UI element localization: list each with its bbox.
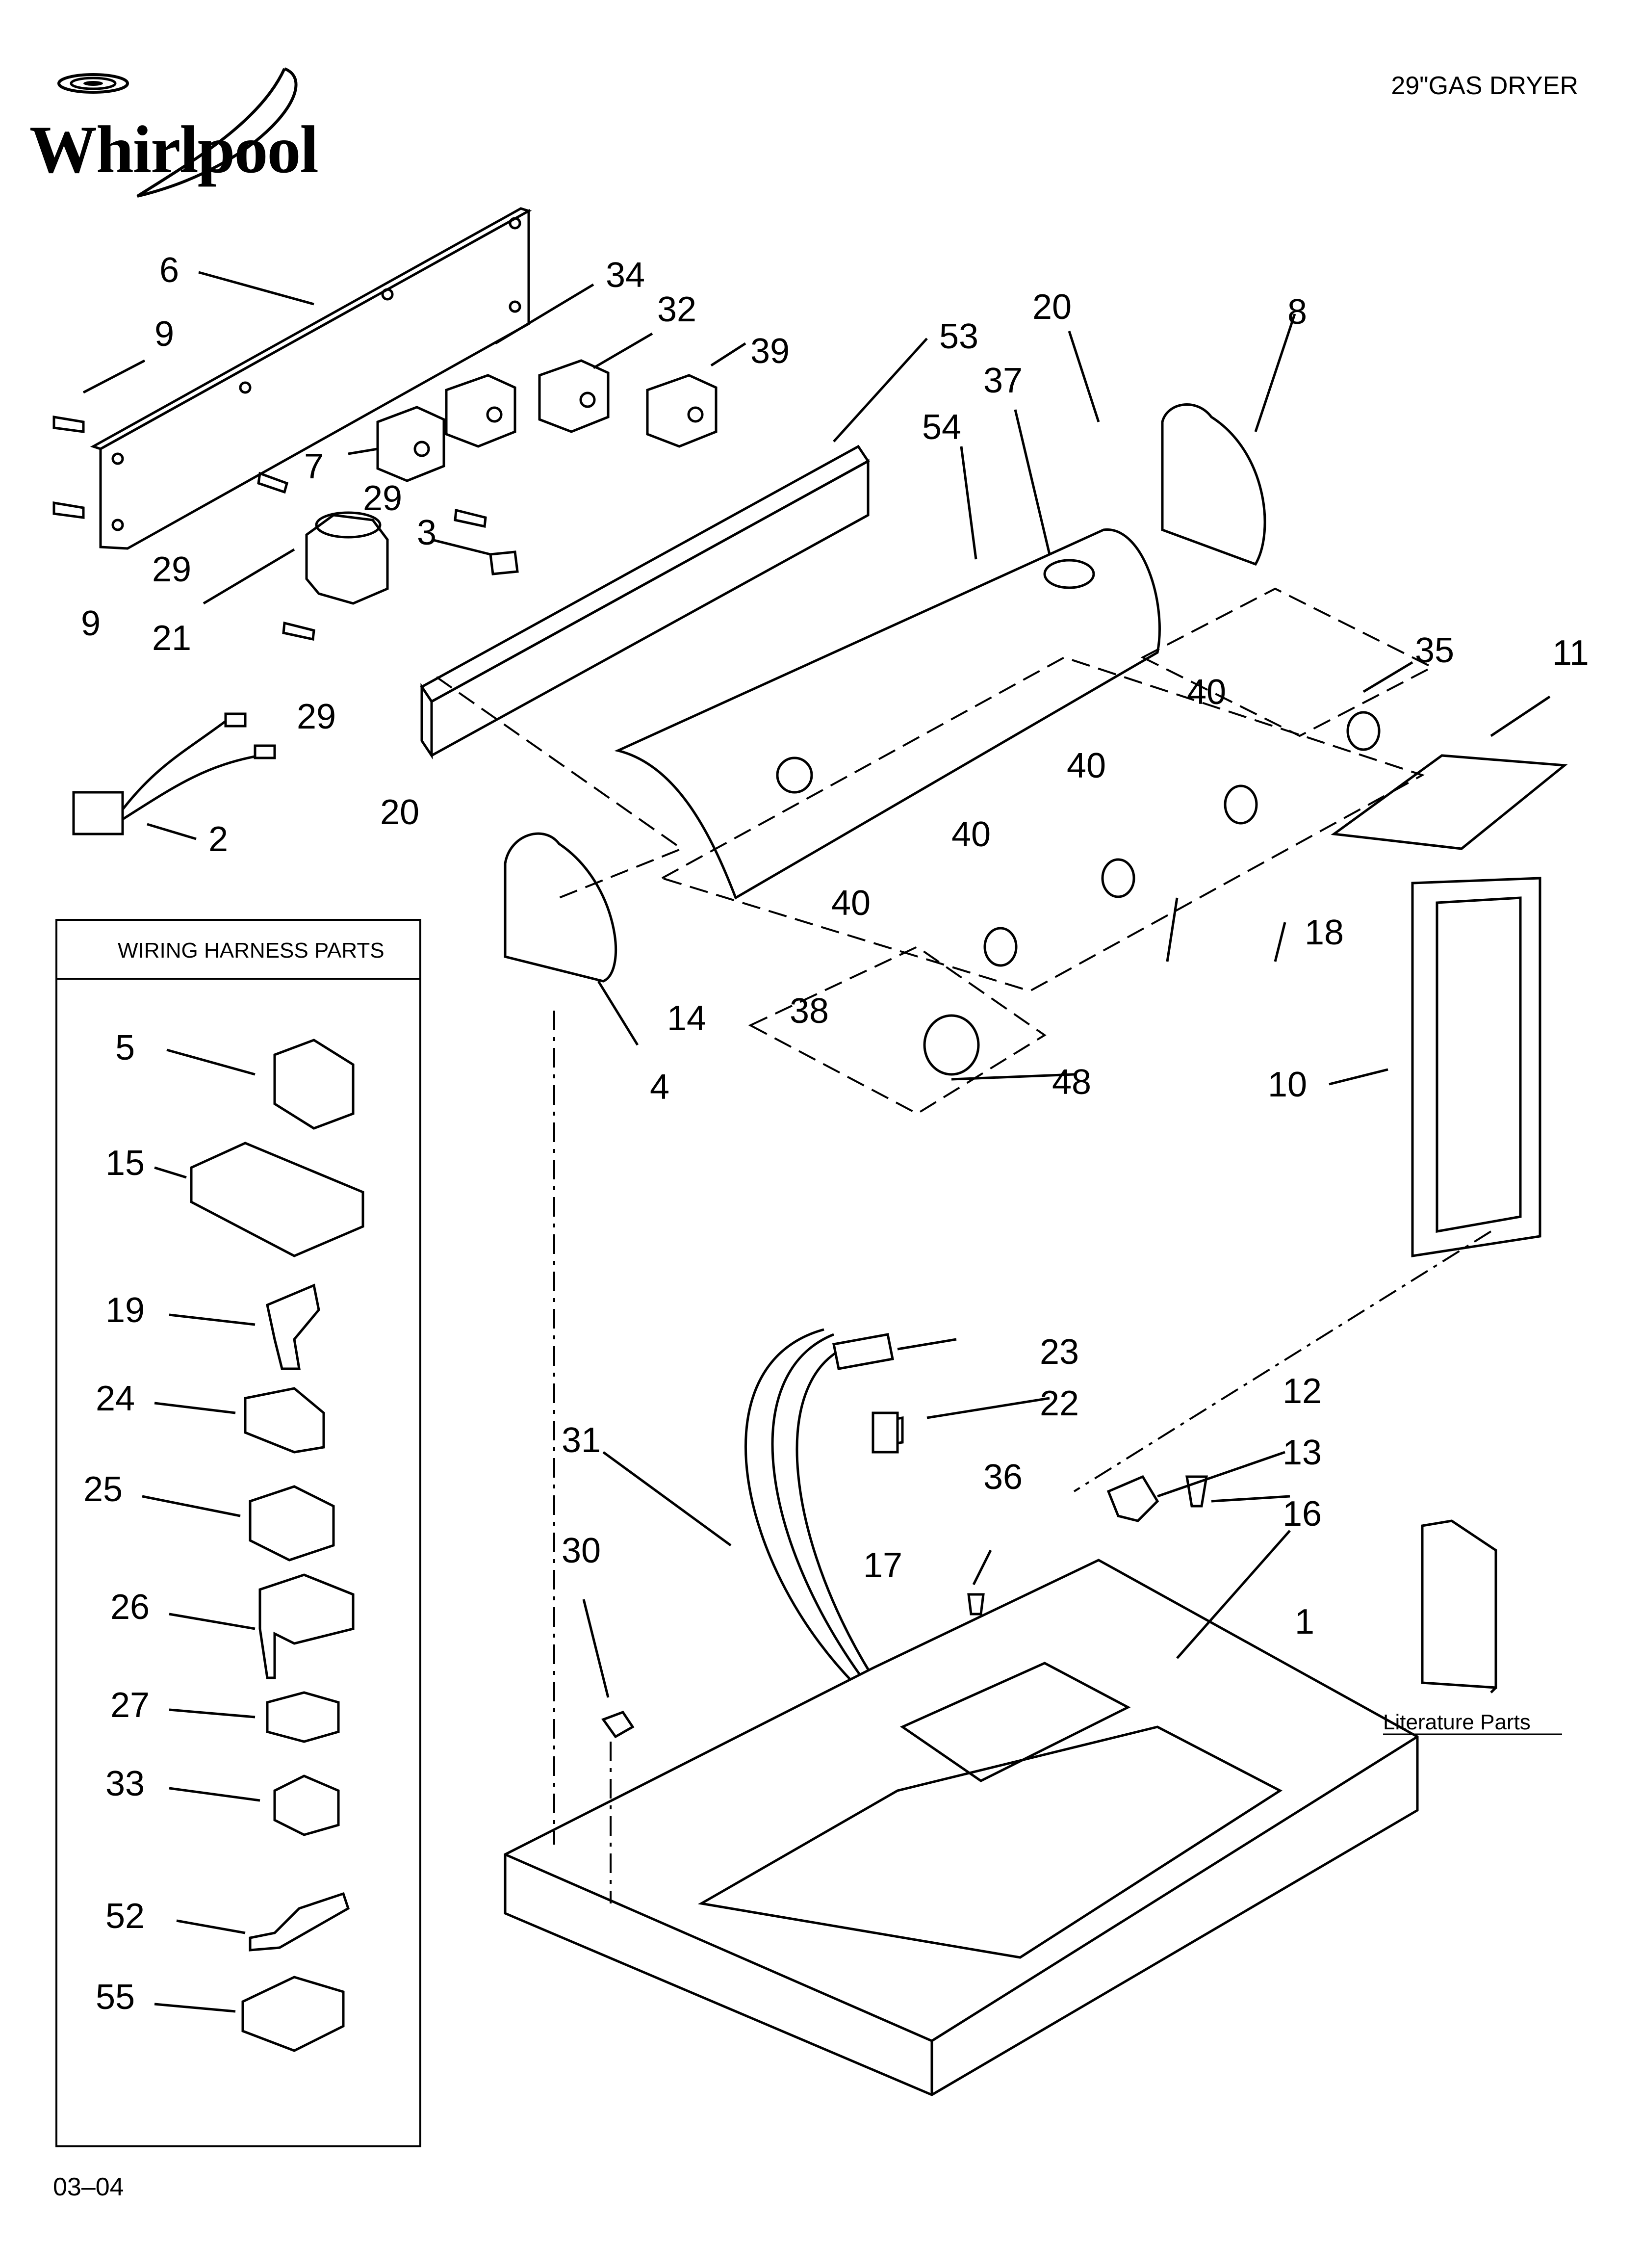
callout-18: 18 [1305, 913, 1344, 952]
callout-38: 38 [790, 991, 829, 1031]
callout-14: 14 [667, 999, 706, 1038]
dryer-top-part [504, 1559, 1419, 2096]
callout-39: 39 [750, 332, 790, 371]
callout-40: 40 [831, 884, 871, 923]
brand-logo: Whirlpool [29, 64, 334, 211]
callout-23: 23 [1040, 1332, 1079, 1372]
callout-36: 36 [983, 1458, 1023, 1497]
document-code: 03–04 [53, 2173, 124, 2201]
callout-40: 40 [951, 815, 991, 854]
callout-27: 27 [110, 1686, 150, 1725]
callout-17: 17 [863, 1546, 902, 1585]
callout-7: 7 [304, 447, 324, 486]
callout-40: 40 [1067, 746, 1106, 785]
callout-9: 9 [154, 314, 174, 354]
callout-21: 21 [152, 619, 191, 658]
callout-34: 34 [606, 256, 645, 295]
callout-13: 13 [1283, 1433, 1322, 1472]
callout-9: 9 [81, 604, 101, 643]
callout-26: 26 [110, 1588, 150, 1627]
callout-37: 37 [983, 361, 1023, 400]
wiring-harness-box: WIRING HARNESS PARTS 5 15 19 24 25 26 27… [55, 919, 421, 2147]
callout-6: 6 [159, 251, 179, 290]
switch-parts [376, 359, 718, 482]
callout-54: 54 [922, 408, 961, 447]
console-part [614, 528, 1161, 900]
callout-1: 1 [1295, 1602, 1314, 1642]
callout-55: 55 [96, 1978, 135, 2017]
callout-8: 8 [1287, 292, 1307, 332]
callout-2: 2 [208, 820, 228, 859]
endcap-parts [504, 403, 1266, 983]
bracket-part [420, 444, 870, 760]
main-harness-part [744, 1328, 904, 1694]
callouts: 6 9 9 29 29 29 34 32 39 7 3 21 2 20 20 5… [81, 251, 1589, 1642]
callout-30: 30 [562, 1531, 601, 1570]
callout-32: 32 [657, 290, 696, 329]
swirl-logo-icon [57, 67, 298, 198]
callout-12: 12 [1283, 1372, 1322, 1411]
callout-22: 22 [1040, 1384, 1079, 1423]
callout-11: 11 [1552, 633, 1589, 673]
callout-15: 15 [105, 1144, 145, 1183]
callout-29: 29 [297, 697, 336, 736]
callout-20: 20 [380, 793, 419, 832]
callout-53: 53 [939, 317, 978, 356]
brand-name: Whirlpool [29, 112, 319, 187]
callout-5: 5 [115, 1028, 135, 1068]
wiring-box-title: WIRING HARNESS PARTS [118, 938, 385, 963]
literature-label: Literature Parts [1383, 1710, 1531, 1734]
callout-48: 48 [1052, 1063, 1091, 1102]
callout-3: 3 [417, 513, 436, 552]
knob-parts [923, 711, 1381, 1076]
screw-parts [52, 416, 487, 641]
harness-part [72, 712, 276, 835]
leader-lines [82, 271, 1551, 1698]
callout-52: 52 [105, 1897, 145, 1936]
panel-back-part [90, 207, 532, 550]
timer-part [305, 511, 519, 605]
lint-screen-part [1331, 754, 1568, 1257]
alignment-lines [436, 587, 1492, 1903]
callout-29: 29 [152, 550, 191, 589]
callout-40: 40 [1187, 673, 1226, 712]
callout-35: 35 [1415, 631, 1454, 670]
callout-24: 24 [96, 1379, 135, 1418]
callout-20: 20 [1032, 287, 1072, 327]
callout-4: 4 [650, 1068, 669, 1107]
small-hardware-parts [601, 1411, 1208, 1739]
callout-10: 10 [1268, 1065, 1307, 1104]
callout-19: 19 [105, 1291, 145, 1330]
callout-16: 16 [1283, 1494, 1322, 1534]
model-title: 29"GAS DRYER [1391, 72, 1578, 100]
callout-31: 31 [562, 1421, 601, 1460]
callout-25: 25 [83, 1470, 123, 1509]
callout-29: 29 [363, 479, 402, 518]
literature-part [1421, 1519, 1497, 1694]
callout-33: 33 [105, 1764, 145, 1803]
